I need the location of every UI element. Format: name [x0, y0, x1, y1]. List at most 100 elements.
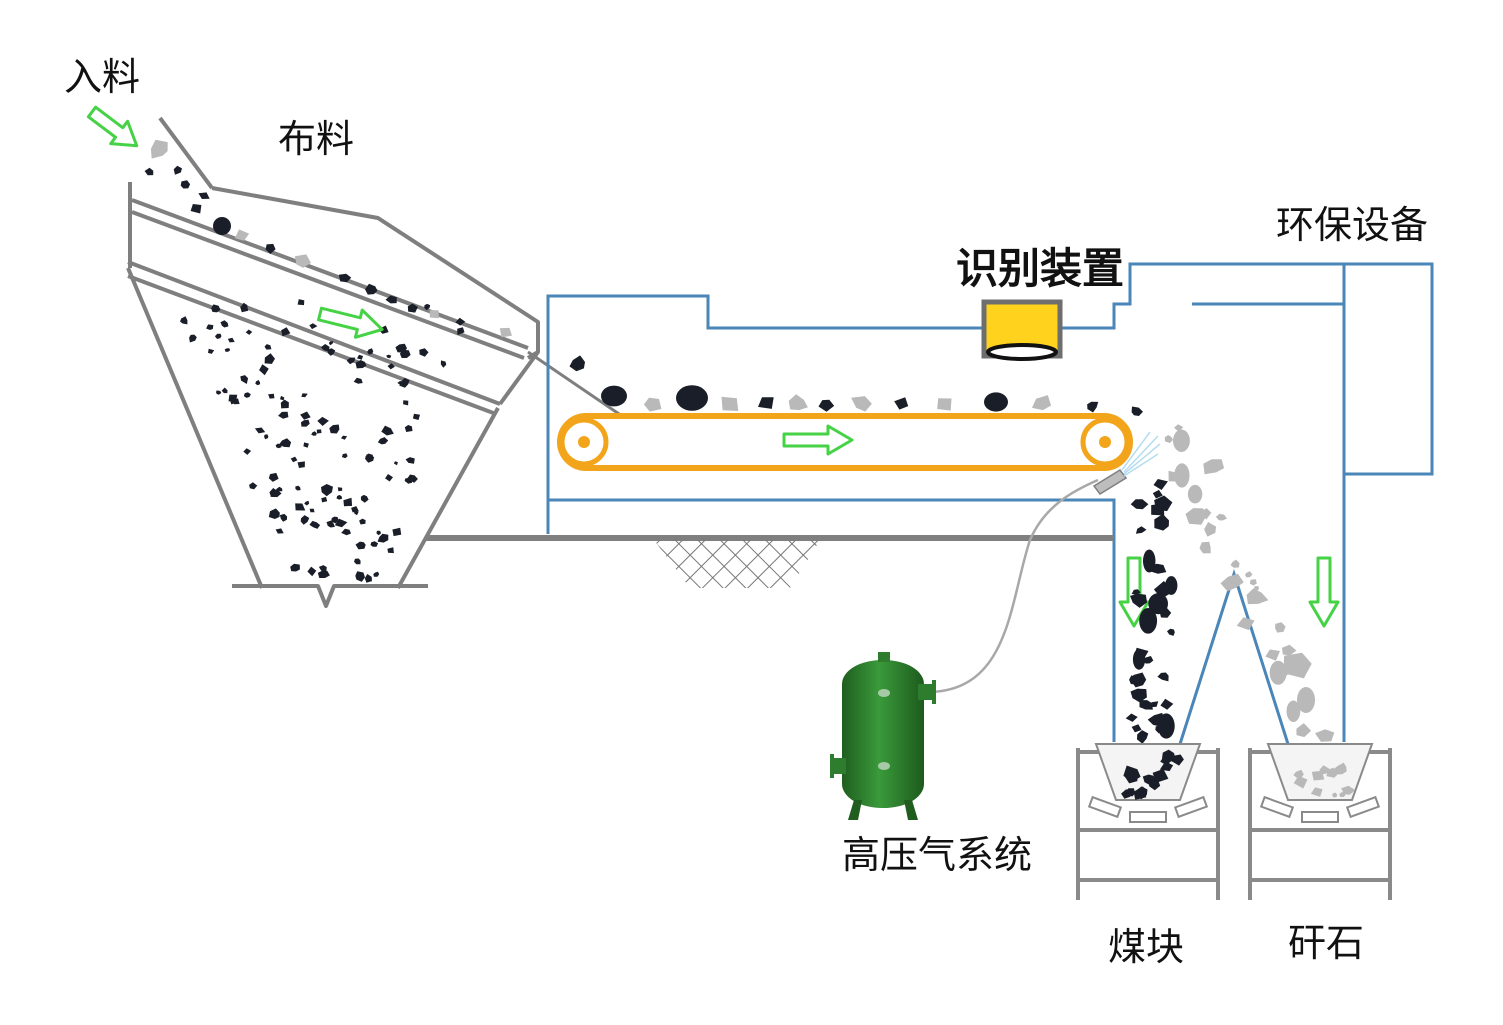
- fine-particle: [254, 427, 266, 434]
- gangue-bin: [1248, 743, 1392, 900]
- gangue-piece: [1246, 588, 1269, 605]
- fine-particle: [399, 377, 410, 388]
- gangue-piece: [1269, 660, 1287, 685]
- fine-particle: [309, 520, 321, 529]
- gangue-piece: [1032, 395, 1052, 411]
- fine-particle: [300, 411, 311, 420]
- gangue-piece: [1164, 435, 1173, 443]
- air-nozzle-icon: [929, 431, 1161, 694]
- coal-piece: [455, 317, 466, 326]
- distribution-label: 布料: [278, 117, 355, 161]
- fine-particle: [367, 348, 374, 355]
- coal-piece: [385, 295, 397, 304]
- coal-piece: [1154, 514, 1169, 531]
- fine-particle: [387, 547, 394, 554]
- coal-piece: [144, 167, 154, 176]
- gangue-piece: [1220, 573, 1244, 592]
- fine-particle: [307, 566, 317, 577]
- gangue-piece: [1283, 652, 1312, 679]
- coal-piece: [1131, 406, 1143, 416]
- fine-particle: [240, 375, 249, 384]
- coal-piece: [1148, 778, 1161, 791]
- gangue-piece: [294, 254, 311, 268]
- fine-particle: [357, 354, 363, 360]
- coal-bin: [1076, 743, 1220, 900]
- fine-particle: [208, 348, 215, 354]
- fine-particle: [316, 429, 322, 434]
- fine-particle: [206, 324, 214, 330]
- fine-particle: [377, 533, 389, 543]
- gangue-piece: [721, 396, 739, 411]
- coal-piece: [213, 217, 231, 235]
- sensor-camera-icon: [981, 299, 1063, 361]
- support-mesh: [654, 540, 820, 588]
- gangue-piece: [1199, 508, 1212, 520]
- fine-particle: [407, 474, 418, 483]
- fine-particle: [328, 341, 334, 346]
- fine-particle: [370, 541, 379, 547]
- fine-particle: [351, 506, 359, 513]
- fine-particle: [331, 516, 339, 524]
- fine-particle: [385, 474, 393, 482]
- high-pressure-air-system-label: 高压气系统: [842, 833, 1033, 877]
- fine-particle: [329, 424, 340, 434]
- fine-particle: [334, 518, 348, 528]
- coal-piece: [1157, 713, 1175, 739]
- gangue-piece: [1310, 787, 1323, 797]
- coal-piece: [1152, 489, 1163, 499]
- fine-particle: [268, 472, 279, 482]
- fine-particle: [354, 558, 361, 565]
- fine-particle: [279, 513, 288, 522]
- fine-particle: [275, 528, 284, 534]
- fine-particle: [264, 353, 275, 364]
- fine-particle: [321, 484, 333, 497]
- coal-piece: [676, 385, 708, 411]
- coal-piece: [569, 355, 585, 372]
- fine-particle: [393, 461, 398, 466]
- fine-particle: [264, 344, 272, 350]
- fine-particle: [300, 515, 310, 525]
- coal-piece: [818, 399, 835, 412]
- fine-particle: [297, 461, 305, 468]
- fine-particle: [227, 337, 235, 343]
- fine-particle: [392, 527, 402, 537]
- fine-particle: [221, 387, 228, 394]
- fine-particle: [269, 488, 279, 497]
- fine-particle: [337, 487, 343, 492]
- fine-particle: [231, 398, 240, 405]
- coal-piece: [190, 204, 202, 214]
- coal-piece: [173, 165, 182, 175]
- gangue-piece: [1187, 484, 1203, 504]
- fine-particle: [327, 348, 336, 356]
- fine-particle: [373, 571, 380, 577]
- fine-particle: [353, 377, 363, 384]
- gangue-piece: [937, 398, 952, 411]
- fine-particle: [424, 303, 431, 311]
- recognition-device-label: 识别装置: [956, 244, 1125, 293]
- coal-piece: [894, 397, 909, 410]
- gangue-piece: [429, 310, 439, 319]
- gangue-piece: [1199, 541, 1211, 554]
- gangue-label: 矸石: [1288, 921, 1365, 965]
- fine-particle: [365, 453, 373, 462]
- coal-piece: [407, 303, 418, 313]
- coal-piece: [1125, 713, 1138, 722]
- fine-particle: [364, 574, 372, 583]
- gangue-piece: [1204, 522, 1217, 537]
- fine-particle: [311, 431, 317, 436]
- coal-piece: [1139, 607, 1158, 634]
- fine-particle: [321, 496, 328, 503]
- fine-particle: [295, 485, 301, 491]
- coal-piece: [365, 283, 378, 295]
- coal-piece: [1157, 672, 1169, 682]
- fine-particle: [317, 570, 330, 578]
- material-pieces: [144, 139, 1335, 744]
- coal-piece: [1148, 593, 1169, 615]
- gangue-piece: [1293, 775, 1308, 789]
- fine-particle: [412, 413, 420, 420]
- gangue-piece: [1172, 429, 1190, 452]
- bin-pieces: [1121, 749, 1356, 800]
- fine-particle: [259, 364, 269, 376]
- fine-particle: [341, 453, 348, 459]
- gangue-piece: [234, 229, 250, 241]
